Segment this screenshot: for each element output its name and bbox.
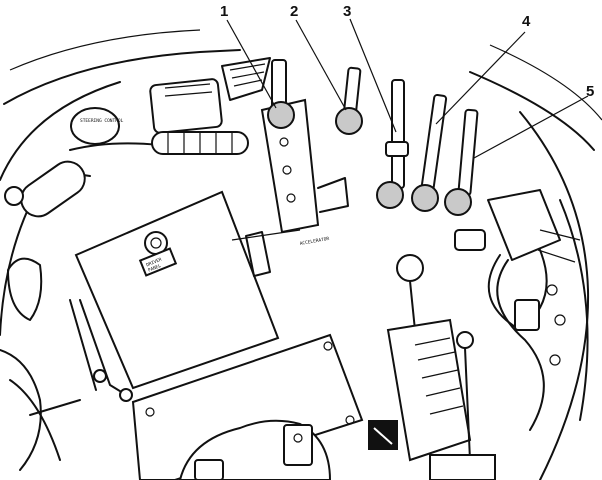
control-lever-4 [411, 94, 448, 212]
steering-control-assembly: STEERING CONTROL [4, 57, 271, 321]
accelerator-pedal: ACCELERATOR [260, 59, 349, 247]
control-lever-3 [376, 79, 409, 209]
leader-lines [226, 18, 589, 159]
leader-line-1 [226, 19, 277, 109]
leader-line-5 [473, 95, 589, 159]
accelerator-stamp: ACCELERATOR [299, 236, 330, 247]
left-cables [0, 349, 81, 471]
floor-plate [131, 333, 364, 480]
leader-line-4 [435, 31, 526, 125]
control-lever-2 [335, 66, 363, 135]
instrument-panel: DRIVER PANEL [69, 190, 301, 402]
callout-2: 2 [290, 3, 298, 20]
steering-control-stamp: STEERING CONTROL [80, 118, 124, 124]
panel-plate-bottom-text: PANEL [147, 263, 162, 274]
callout-4: 4 [522, 13, 531, 30]
hull-outline [0, 29, 602, 480]
right-side-equipment [454, 189, 581, 431]
callout-3: 3 [343, 3, 351, 20]
shift-lever-assembly [386, 254, 496, 480]
callout-1: 1 [220, 3, 228, 20]
leader-line-2 [295, 19, 347, 111]
callout-5: 5 [586, 83, 594, 100]
leader-line-3 [349, 18, 397, 133]
panel-plate-top-text: DRIVER [145, 257, 163, 269]
switch-block [368, 420, 398, 450]
control-lever-5 [444, 108, 479, 216]
